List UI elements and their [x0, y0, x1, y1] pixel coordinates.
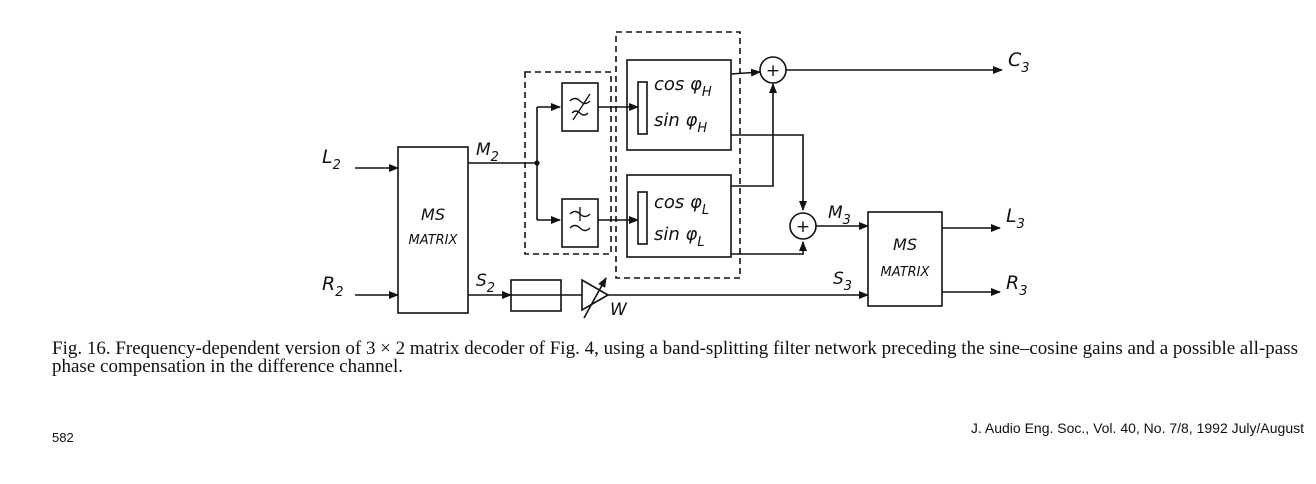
low-gain-distributor: [637, 191, 648, 245]
cos-h-out-line: [730, 68, 761, 77]
ms-matrix-left: [397, 146, 469, 314]
filter-network-box: [524, 71, 612, 255]
label-cos-h: cos φH: [654, 74, 712, 100]
label-c3: C3: [1008, 49, 1030, 76]
gain-control-arrow: [583, 277, 607, 319]
summer-c3-sign: +: [766, 61, 780, 81]
lowpass-symbol: [569, 207, 591, 232]
high-gain-distributor: [637, 81, 648, 135]
ms-matrix-left-line2: MATRIX: [409, 233, 459, 248]
ms-matrix-left-line1: MS: [421, 205, 445, 224]
label-m3: M3: [828, 203, 851, 228]
figure-caption: Fig. 16. Frequency-dependent version of …: [52, 338, 1298, 377]
highpass-filter: [561, 82, 599, 132]
journal-citation: J. Audio Eng. Soc., Vol. 40, No. 7/8, 19…: [970, 420, 1304, 436]
label-sin-h: sin φH: [654, 110, 707, 136]
label-m2: M2: [476, 140, 499, 165]
block-diagram: L2 R2 MS MATRIX M2 S2 cos φH sin φH cos …: [322, 31, 1030, 320]
label-cos-l: cos φL: [654, 192, 709, 218]
gain-amplifier: [581, 278, 610, 312]
label-gain-w: W: [610, 300, 628, 320]
page-number: 582: [52, 430, 74, 445]
lowpass-filter: [561, 198, 599, 248]
m2-junction-dot: [534, 160, 540, 166]
gain-network-box: [615, 31, 741, 279]
highpass-symbol: [569, 93, 591, 121]
summer-m3-sign: +: [796, 217, 810, 237]
ms-matrix-right-line1: MS: [893, 235, 917, 254]
ms-matrix-right: [867, 211, 943, 307]
cos-l-out-line: [731, 83, 777, 187]
label-r2: R2: [322, 273, 343, 300]
label-sin-l: sin φL: [654, 224, 705, 250]
sin-l-out-line: [731, 241, 807, 255]
high-gain-block: [626, 59, 732, 151]
label-l3: L3: [1006, 205, 1025, 232]
label-l2: L2: [322, 146, 341, 173]
ms-matrix-right-line2: MATRIX: [881, 265, 931, 280]
low-gain-block: [626, 174, 732, 258]
sin-h-out-line: [731, 134, 807, 211]
label-r3: R3: [1006, 272, 1027, 299]
label-s2: S2: [476, 271, 495, 296]
label-s3: S3: [833, 269, 852, 294]
